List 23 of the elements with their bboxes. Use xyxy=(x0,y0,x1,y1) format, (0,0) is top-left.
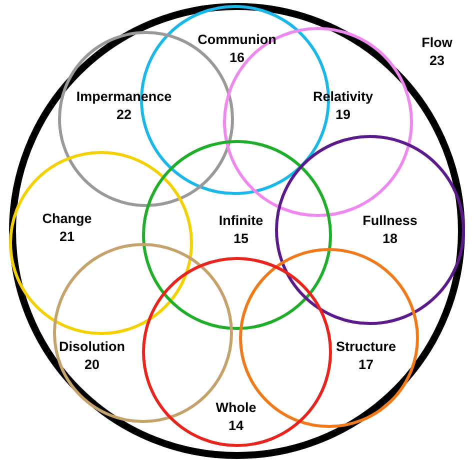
circle-number: 16 xyxy=(228,49,246,67)
circle-title: Disolution xyxy=(59,338,125,356)
circle-title: Structure xyxy=(336,338,396,356)
circle xyxy=(275,135,465,325)
circle xyxy=(9,3,465,459)
circle-title: Fullness xyxy=(362,212,418,230)
circle-number: 14 xyxy=(227,417,245,435)
circle-title: Flow xyxy=(422,34,452,52)
circle-title: Change xyxy=(42,210,92,228)
circle-number: 22 xyxy=(115,106,132,124)
circle-number: 23 xyxy=(428,52,446,70)
circle-number: 17 xyxy=(357,356,374,374)
circle-number: 21 xyxy=(58,228,76,246)
circle-number: 20 xyxy=(83,356,101,374)
circle xyxy=(9,151,193,335)
circle-title: Infinite xyxy=(218,212,264,230)
circle-number: 19 xyxy=(334,106,352,124)
circle-number: 15 xyxy=(232,230,250,248)
circle xyxy=(142,257,332,447)
circle xyxy=(142,140,332,330)
circle-title: Whole xyxy=(216,399,256,417)
circle-number: 18 xyxy=(381,230,398,248)
circle-title: Communion xyxy=(198,31,276,49)
